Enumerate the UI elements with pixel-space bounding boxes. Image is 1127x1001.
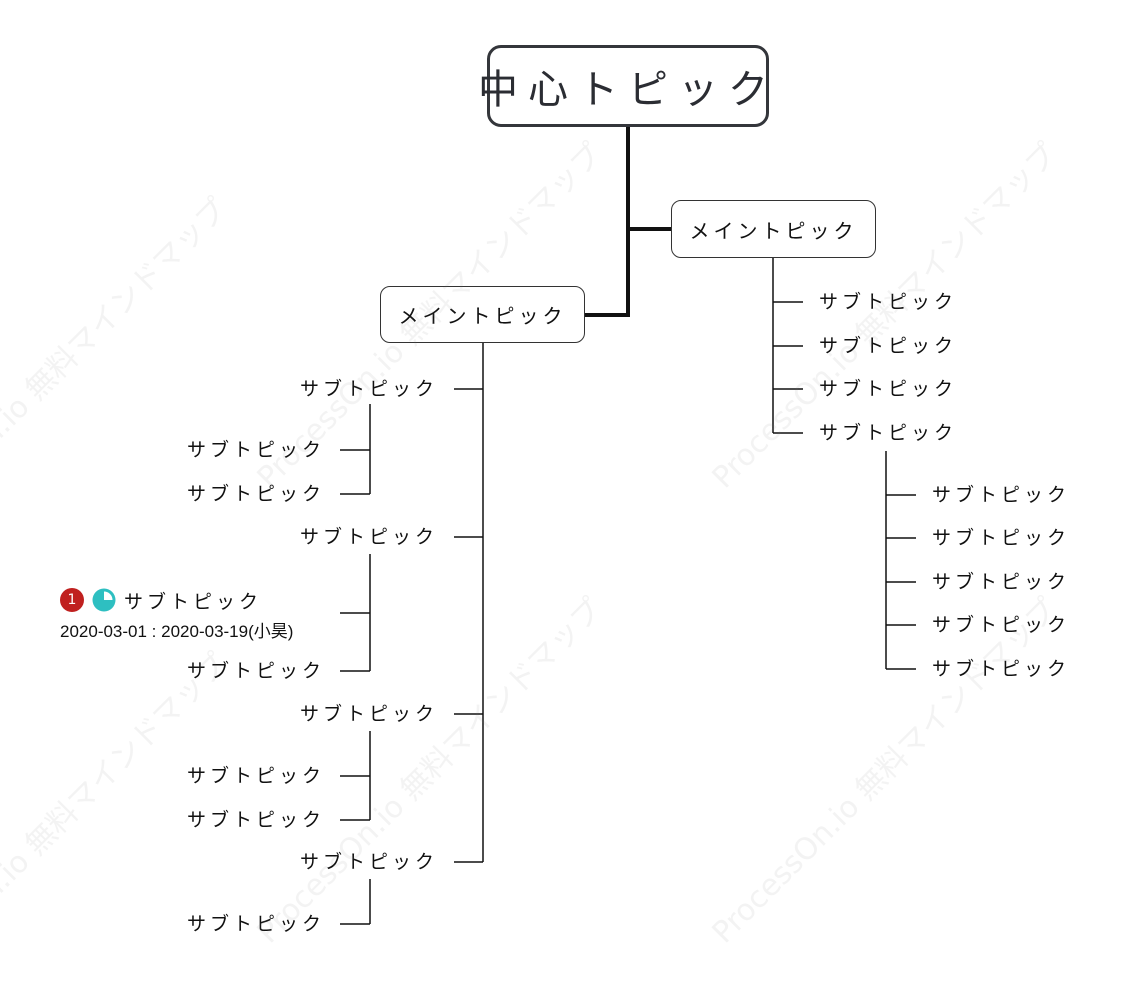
main-topic-right[interactable]: メイントピック: [671, 200, 876, 258]
left-subtopic-4[interactable]: サブトピック: [299, 851, 438, 873]
right-nested-subtopic-2[interactable]: サブトピック: [932, 527, 1071, 549]
left-g4-subtopic-1[interactable]: サブトピック: [186, 913, 325, 935]
left-g3-subtopic-2[interactable]: サブトピック: [186, 809, 325, 831]
left-subtopic-1[interactable]: サブトピック: [299, 378, 438, 400]
date-range: 2020-03-01 : 2020-03-19(小昊): [60, 622, 294, 641]
left-g2-subtopic-2[interactable]: サブトピック: [186, 660, 325, 682]
left-g3-subtopic-1[interactable]: サブトピック: [186, 765, 325, 787]
left-g2-subtopic-1[interactable]: 1 サブトピック 2020-03-01 : 2020-03-19(小昊): [60, 587, 293, 642]
right-subtopic-3[interactable]: サブトピック: [819, 378, 958, 400]
right-nested-subtopic-3[interactable]: サブトピック: [932, 571, 1071, 593]
right-subtopic-2[interactable]: サブトピック: [819, 335, 958, 357]
subtopic-label: サブトピック: [124, 590, 263, 613]
right-subtopic-4[interactable]: サブトピック: [819, 422, 958, 444]
main-topic-left[interactable]: メイントピック: [380, 286, 585, 343]
left-subtopic-2[interactable]: サブトピック: [299, 526, 438, 548]
quarter-pie-icon: [92, 588, 116, 612]
left-g1-subtopic-2[interactable]: サブトピック: [186, 483, 325, 505]
central-topic[interactable]: 中心トピック: [478, 45, 769, 127]
right-nested-subtopic-4[interactable]: サブトピック: [932, 614, 1071, 636]
right-nested-subtopic-5[interactable]: サブトピック: [932, 658, 1071, 680]
priority-1-icon: 1: [60, 588, 84, 612]
left-subtopic-3[interactable]: サブトピック: [299, 703, 438, 725]
right-subtopic-1[interactable]: サブトピック: [819, 291, 958, 313]
right-nested-subtopic-1[interactable]: サブトピック: [932, 484, 1071, 506]
left-g1-subtopic-1[interactable]: サブトピック: [186, 439, 325, 461]
